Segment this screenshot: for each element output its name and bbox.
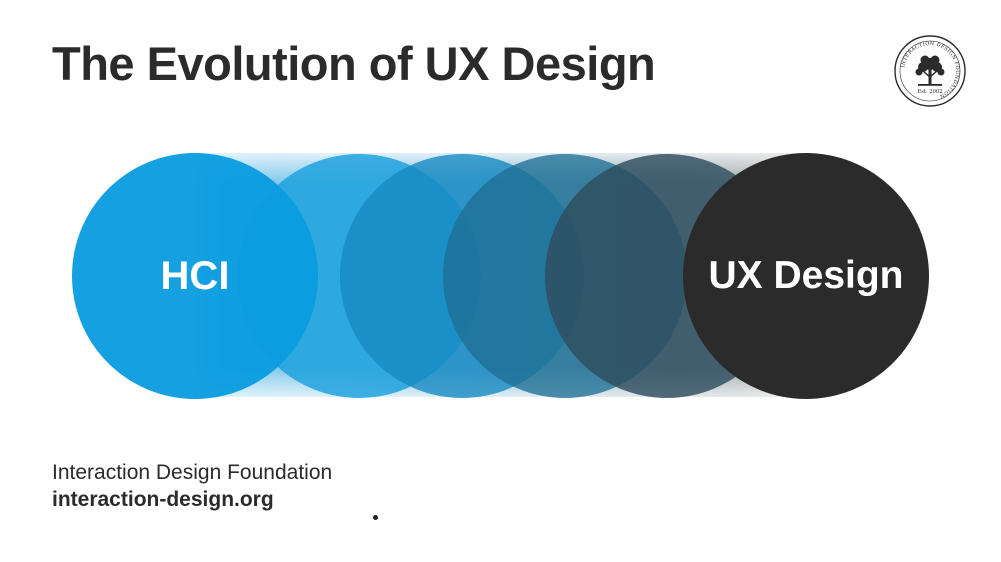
idf-logo: INTERACTION DESIGN FOUNDATION Est. 2002 [894,35,966,107]
hci-circle [72,153,318,399]
hci-label: HCI [161,254,230,298]
ux-design-circle [683,153,929,399]
footer-url[interactable]: interaction-design.org [52,488,274,511]
logo-est-text: Est. 2002 [917,89,942,95]
page-title: The Evolution of UX Design [52,37,656,90]
evolution-diagram: HCI UX Design [72,153,929,399]
tree-icon [915,55,945,86]
ux-design-label: UX Design [708,254,903,297]
decorative-dot [373,515,378,520]
footer-organization: Interaction Design Foundation [52,461,333,484]
